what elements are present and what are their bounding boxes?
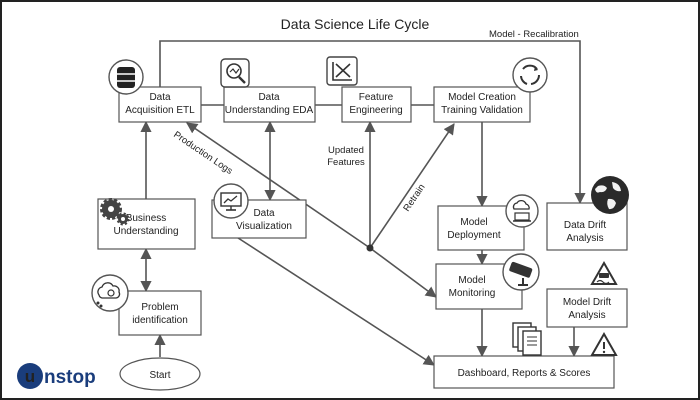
box-label: Dashboard, Reports & Scores (458, 368, 591, 379)
box-label: identification (132, 315, 188, 326)
box-label: Monitoring (449, 288, 496, 299)
slippery-road-sign-icon (590, 260, 618, 285)
box-label: Business (126, 213, 167, 224)
box-label: Acquisition ETL (125, 105, 195, 116)
start-label: Start (149, 370, 170, 381)
cloud-laptop-icon (505, 194, 539, 228)
edge-production-logs (186, 122, 371, 249)
box-data-understanding: Data Understanding EDA (223, 86, 316, 123)
box-label: Data (149, 92, 171, 103)
magnifier-chart-icon (220, 58, 250, 88)
box-feature-engineering: Feature Engineering (341, 86, 412, 123)
globe-icon (591, 176, 629, 214)
svg-text:u: u (25, 367, 35, 386)
graph-axes-icon (326, 56, 358, 86)
box-problem-identification: Problem identification (118, 290, 202, 336)
unstop-logo: u nstop (17, 363, 96, 389)
recalibration-label: Model - Recalibration (489, 29, 579, 40)
box-model-creation: Model Creation Training Validation (433, 86, 531, 123)
box-model-drift: Model Drift Analysis (546, 288, 628, 328)
edge-retrain (369, 123, 455, 249)
box-label: Visualization (236, 221, 292, 232)
junction-dot (366, 244, 374, 252)
documents-icon (512, 322, 542, 356)
box-model-deployment: Model Deployment (437, 205, 525, 251)
recalibration-arrow (159, 40, 586, 205)
start-node: Start (119, 357, 201, 391)
box-label: Engineering (349, 105, 402, 116)
box-label: Data (253, 208, 275, 219)
box-label: Problem (141, 302, 178, 313)
box-label: Model Creation (448, 92, 516, 103)
box-label: Model (460, 217, 487, 228)
idea-cloud-icon (91, 274, 129, 312)
cctv-camera-icon (502, 253, 540, 291)
database-icon (108, 59, 144, 95)
box-dashboard: Dashboard, Reports & Scores (433, 355, 615, 389)
box-label: Analysis (568, 310, 605, 321)
brand-text: nstop (44, 367, 96, 388)
box-label: Data (258, 92, 280, 103)
box-label: Model Drift (563, 297, 612, 308)
box-label: Feature (359, 92, 394, 103)
box-label: Training Validation (441, 105, 523, 116)
connectors (140, 40, 586, 366)
box-label: Model (458, 275, 485, 286)
edge-to-monitoring (369, 247, 437, 298)
updated-features-label-2: Features (327, 157, 365, 168)
retrain-label: Retrain (401, 182, 427, 214)
monitor-chart-icon (213, 183, 249, 219)
box-label: Data Drift (564, 220, 606, 231)
production-logs-label: Production Logs (171, 129, 234, 177)
updated-features-label-1: Updated (328, 145, 364, 156)
box-label: Deployment (447, 230, 501, 241)
warning-sign-icon (590, 331, 618, 356)
cycle-arrows-icon (512, 57, 548, 93)
box-label: Understanding EDA (225, 105, 314, 116)
box-label: Understanding (113, 226, 178, 237)
edge-visualization-dashboard (234, 235, 435, 366)
gears-icon (100, 198, 130, 226)
box-label: Analysis (566, 233, 603, 244)
diagram-title: Data Science Life Cycle (281, 16, 430, 32)
